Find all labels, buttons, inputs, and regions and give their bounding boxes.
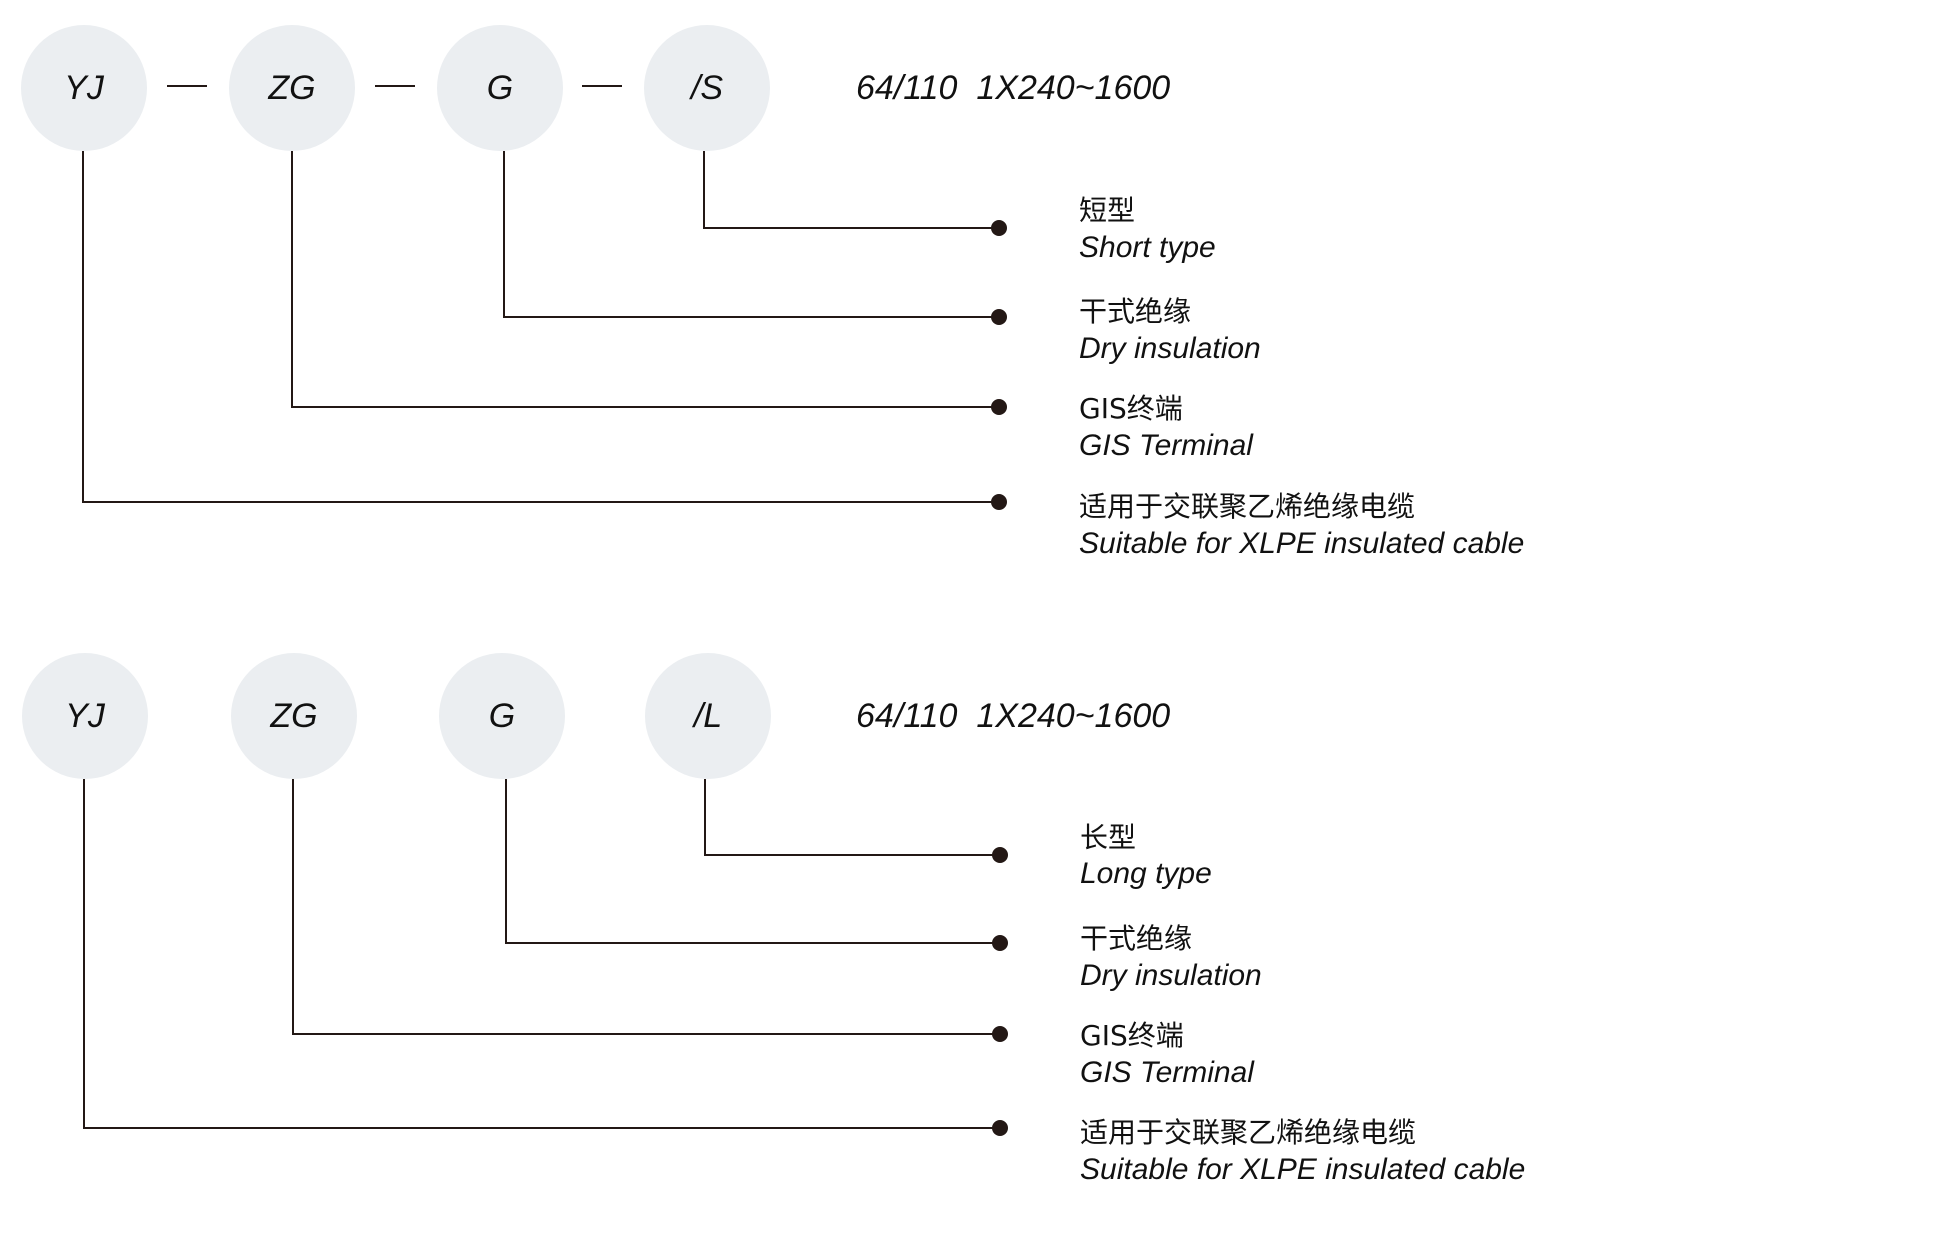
label-zh: 长型 (1080, 821, 1136, 854)
code-node-yj: YJ (22, 653, 148, 779)
label-en: Suitable for XLPE insulated cable (1079, 527, 1524, 560)
code-node-zg: ZG (229, 25, 355, 151)
label-en: Suitable for XLPE insulated cable (1080, 1153, 1525, 1186)
code-label: ZG (269, 697, 317, 735)
code-node-g: G (437, 25, 563, 151)
label-zh: 短型 (1079, 194, 1135, 227)
label-item: 适用于交联聚乙烯绝缘电缆 Suitable for XLPE insulated… (1079, 490, 1524, 560)
label-item: GIS终端 GIS Terminal (1079, 392, 1254, 462)
label-item: 干式绝缘 Dry insulation (1080, 922, 1262, 992)
code-label: /L (692, 697, 722, 735)
label-en: GIS Terminal (1079, 429, 1254, 462)
bullet-dot (991, 494, 1007, 510)
label-zh: GIS终端 (1079, 392, 1183, 425)
code-node-s: /S (644, 25, 770, 151)
code-node-yj: YJ (21, 25, 147, 151)
code-node-g: G (439, 653, 565, 779)
leader-line (83, 779, 1000, 1129)
bullet-dot (991, 220, 1007, 236)
spec-text: 64/110 1X240~1600 (856, 697, 1170, 735)
bullet-dot (991, 399, 1007, 415)
code-circle (229, 25, 355, 151)
label-item: 长型 Long type (1080, 821, 1212, 890)
leader-line (503, 151, 999, 318)
code-circle (437, 25, 563, 151)
leader-line (505, 779, 1000, 944)
code-circle (439, 653, 565, 779)
bullet-dot (992, 935, 1008, 951)
label-zh: 干式绝缘 (1079, 295, 1191, 328)
label-en: Dry insulation (1079, 332, 1261, 365)
code-circle (22, 653, 148, 779)
code-node-l: /L (645, 653, 771, 779)
code-circle (231, 653, 357, 779)
label-zh: 干式绝缘 (1080, 922, 1192, 955)
code-circle (645, 653, 771, 779)
code-label: /S (689, 69, 723, 107)
diagram-section-long: YJ ZG G /L 64/110 1X240~1600 长型 Long typ… (22, 653, 1525, 1186)
label-en: Short type (1079, 231, 1216, 264)
bullet-dot (991, 309, 1007, 325)
code-label: G (487, 69, 513, 107)
code-label: ZG (267, 69, 315, 107)
bullet-dot (992, 1120, 1008, 1136)
code-circle (644, 25, 770, 151)
label-en: GIS Terminal (1080, 1056, 1255, 1089)
code-label: G (489, 697, 515, 735)
label-item: GIS终端 GIS Terminal (1080, 1019, 1255, 1089)
code-label: YJ (65, 697, 106, 735)
code-node-zg: ZG (231, 653, 357, 779)
leader-line (703, 151, 999, 229)
label-item: 短型 Short type (1079, 194, 1216, 264)
leader-line (704, 779, 1000, 856)
bullet-dot (992, 1026, 1008, 1042)
spec-text: 64/110 1X240~1600 (856, 69, 1170, 107)
leader-line (291, 151, 999, 408)
diagram-section-short: YJ ZG G /S 64/110 1X240~1600 短型 (21, 25, 1524, 560)
label-en: Long type (1080, 857, 1212, 890)
code-label: YJ (64, 69, 105, 107)
bullet-dot (992, 847, 1008, 863)
label-zh: GIS终端 (1080, 1019, 1184, 1052)
label-zh: 适用于交联聚乙烯绝缘电缆 (1079, 490, 1415, 523)
label-item: 干式绝缘 Dry insulation (1079, 295, 1261, 365)
leader-line (82, 151, 999, 503)
label-zh: 适用于交联聚乙烯绝缘电缆 (1080, 1116, 1416, 1149)
label-en: Dry insulation (1080, 959, 1262, 992)
label-item: 适用于交联聚乙烯绝缘电缆 Suitable for XLPE insulated… (1080, 1116, 1525, 1186)
code-circle (21, 25, 147, 151)
leader-line (292, 779, 1000, 1035)
